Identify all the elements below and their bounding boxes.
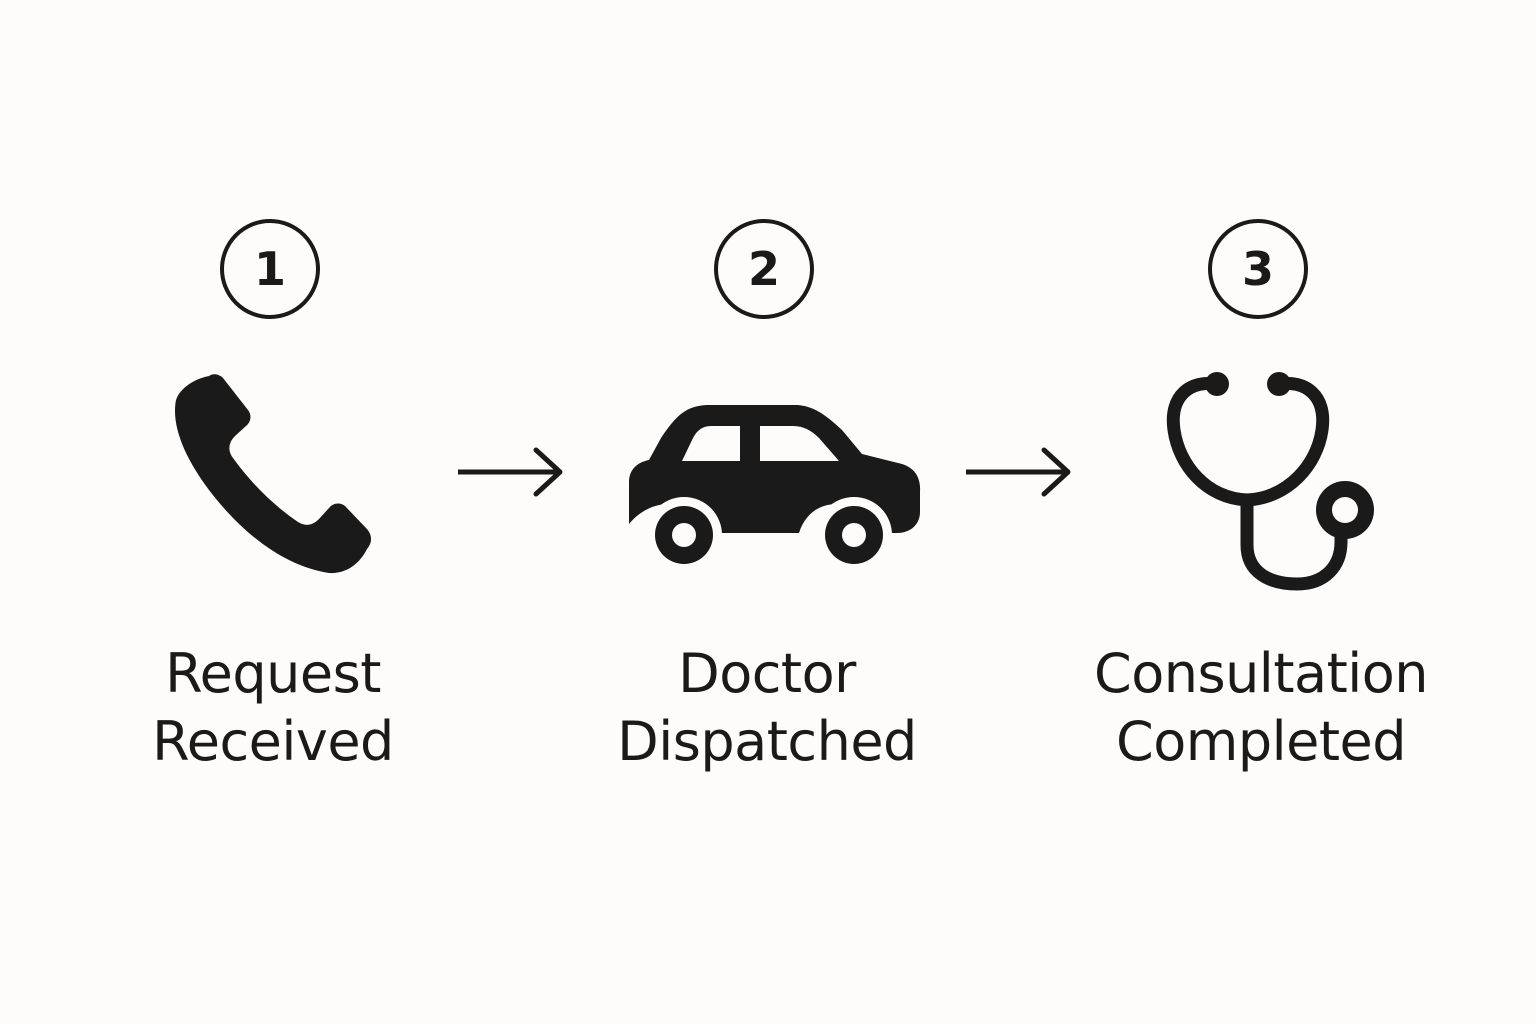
step-number-badge: 1	[220, 219, 320, 319]
stethoscope-icon	[1051, 360, 1471, 600]
step-label: Consultation Completed	[1051, 640, 1471, 776]
step-label-line: Request	[165, 642, 381, 705]
step-label-line: Doctor	[678, 642, 856, 705]
step-label-line: Completed	[1115, 710, 1407, 773]
phone-icon	[63, 360, 483, 600]
step-label: Request Received	[63, 640, 483, 776]
arrow-right-icon	[455, 444, 566, 500]
step-label: Doctor Dispatched	[557, 640, 977, 776]
step-doctor-dispatched: 2 Doctor Dispatched	[557, 0, 977, 1024]
car-icon	[557, 360, 977, 600]
arrow-right-icon	[963, 444, 1074, 500]
step-label-line: Consultation	[1093, 642, 1429, 705]
step-number-badge: 3	[1208, 219, 1308, 319]
step-label-line: Dispatched	[617, 710, 917, 773]
step-number-badge: 2	[714, 219, 814, 319]
step-request-received: 1 Request Received	[63, 0, 483, 1024]
step-consultation-completed: 3 Consultation Completed	[1051, 0, 1471, 1024]
step-label-line: Received	[152, 710, 394, 773]
